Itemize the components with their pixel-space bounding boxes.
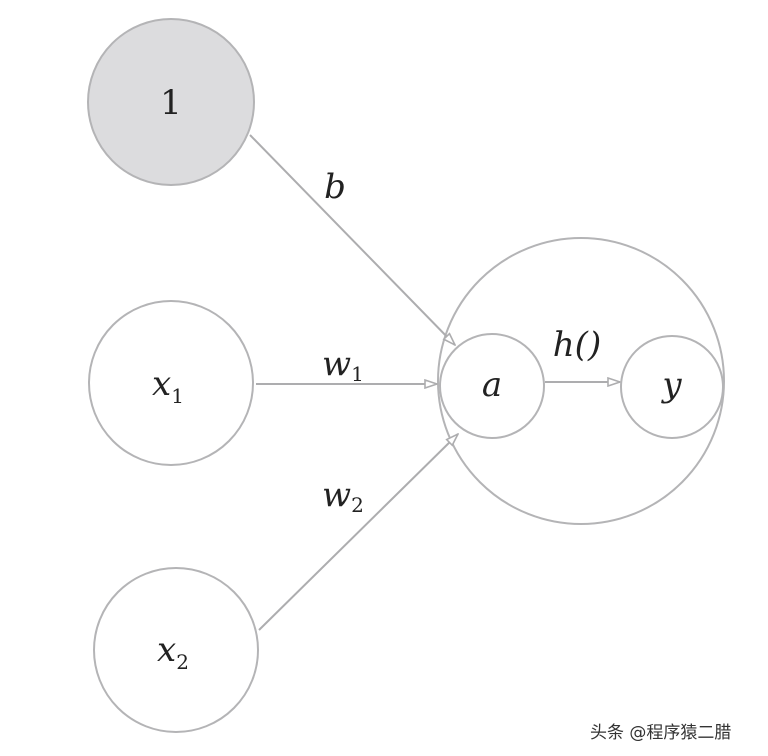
b-label: b — [324, 167, 346, 207]
w1-label: w1 — [322, 344, 364, 386]
x1-label: x1 — [152, 364, 184, 408]
watermark: 头条 @程序猿二腊 — [590, 723, 732, 743]
node-x1 — [88, 300, 254, 466]
x2-label: x2 — [157, 630, 189, 674]
y-label: y — [660, 365, 682, 405]
edge-w2 — [258, 434, 458, 631]
edge-b — [249, 134, 455, 345]
h-label: h() — [553, 325, 601, 365]
w2-label: w2 — [322, 475, 364, 517]
node-bias — [87, 18, 255, 186]
a-label: a — [482, 365, 502, 405]
node-a — [439, 333, 545, 439]
node-x2 — [93, 567, 259, 733]
node-y — [620, 335, 724, 439]
bias-label: 1 — [160, 83, 182, 123]
